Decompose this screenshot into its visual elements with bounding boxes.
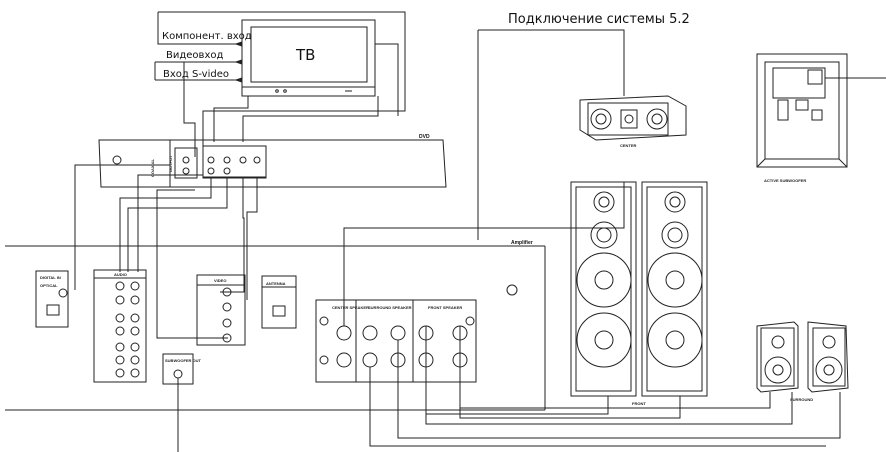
center-speaker-label: CENTER SPEAKER: [332, 305, 369, 310]
dvd-player: DVD COAXIAL OUTPUT: [98, 134, 447, 188]
active-subwoofer: ACTIVE SUBWOOFER: [756, 53, 886, 183]
subwoofer-caption: ACTIVE SUBWOOFER: [764, 178, 806, 183]
tv-input-svideo: Вход S-video: [163, 69, 229, 80]
tv-input-video: Видеовход: [166, 50, 223, 61]
tv-label: ТВ: [295, 46, 315, 64]
front-speaker-caption: FRONT: [632, 401, 646, 406]
surround-speaker-caption: SURROUND: [790, 397, 813, 402]
antenna-label: ANTENNA: [266, 281, 286, 286]
dvd-label: DVD: [419, 134, 430, 140]
amplifier-unit: Amplifier DIGITAL IN OPTICAL AUDIO VIDEO…: [5, 240, 546, 411]
center-speaker: CENTER: [478, 29, 687, 148]
surround-speaker-left: [756, 321, 799, 393]
diagram-title: Подключение системы 5.2: [508, 12, 690, 27]
front-speaker-label: FRONT SPEAKER: [428, 305, 462, 310]
tv-unit: ТВ: [241, 19, 376, 97]
tv-cables: [154, 11, 406, 158]
video-label: VIDEO: [214, 278, 226, 283]
center-speaker-caption: CENTER: [620, 143, 637, 148]
subwoofer-out-label: SUBWOOFER OUT: [165, 358, 202, 363]
tv-input-component: Компонент. вход: [162, 31, 252, 42]
audio-label: AUDIO: [114, 272, 127, 277]
optical-label: OPTICAL: [40, 283, 58, 288]
dvd-amp-cables: [74, 164, 258, 339]
dvd-coaxial-label: COAXIAL: [150, 158, 155, 177]
speaker-cables: [343, 30, 841, 447]
amplifier-label: Amplifier: [511, 240, 533, 246]
front-speaker-left: [570, 181, 637, 397]
dvd-output-label: OUTPUT: [168, 155, 173, 172]
tv-input-arrows: [234, 41, 243, 83]
surround-speaker-label: SURROUND SPEAKER: [368, 305, 412, 310]
front-speaker-right: [641, 181, 708, 397]
digital-in-label: DIGITAL IN: [40, 275, 61, 280]
surround-speaker-right: [807, 321, 849, 393]
